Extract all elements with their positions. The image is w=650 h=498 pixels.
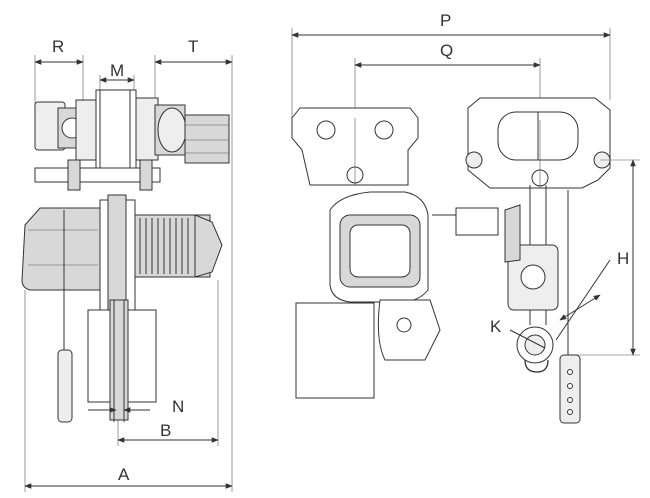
dimension-m: M — [99, 61, 135, 90]
dimension-p: P — [291, 11, 611, 118]
dimension-r: R — [34, 37, 84, 105]
front-view: P Q H — [291, 11, 640, 424]
dimension-h: H — [570, 159, 640, 356]
dimension-n: N — [88, 397, 184, 416]
label-b: B — [160, 421, 171, 440]
dimension-b: B — [117, 280, 219, 446]
dimension-k: K — [490, 259, 611, 349]
label-t: T — [188, 37, 198, 56]
label-r: R — [52, 37, 64, 56]
dimension-t: T — [154, 37, 233, 160]
label-a: A — [118, 465, 130, 484]
side-view: R M T — [21, 37, 233, 492]
label-n: N — [172, 397, 184, 416]
label-k: K — [490, 317, 502, 336]
label-p: P — [440, 11, 451, 30]
label-q: Q — [440, 41, 453, 60]
label-m: M — [110, 61, 124, 80]
label-h: H — [617, 249, 629, 268]
dimension-a: A — [24, 160, 233, 492]
